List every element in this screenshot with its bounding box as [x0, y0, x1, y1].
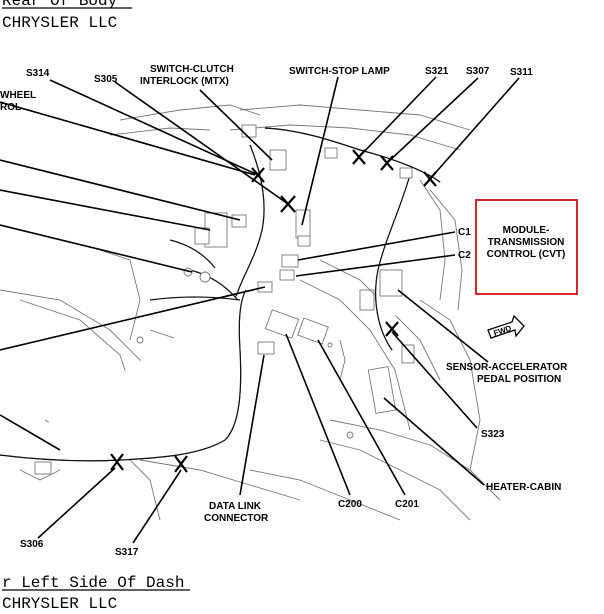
bottom-header: r Left Side Of Dash CHRYSLER LLC [2, 574, 190, 613]
label-s307: S307 [466, 66, 490, 77]
label-module-3: CONTROL (CVT) [487, 249, 566, 260]
label-s317: S317 [115, 547, 139, 558]
label-s323: S323 [481, 429, 505, 440]
label-module-1: MODULE- [503, 225, 550, 236]
top-title-partial: Rear Of Body [2, 0, 118, 10]
leader-lines [0, 76, 520, 544]
label-sensor-1: SENSOR-ACCELERATOR [446, 362, 568, 373]
label-module-2: TRANSMISSION [488, 237, 565, 248]
label-steering-wheel-1: WHEEL [0, 90, 36, 101]
bottom-company-partial: CHRYSLER LLC [2, 595, 117, 609]
splice-x-s306 [110, 453, 124, 471]
label-s314: S314 [26, 68, 50, 79]
label-s306: S306 [20, 539, 44, 550]
top-company: CHRYSLER LLC [2, 14, 117, 32]
label-data-link-2: CONNECTOR [204, 513, 269, 524]
label-s305: S305 [94, 74, 118, 85]
module-highlight-box [475, 199, 578, 295]
label-switch-stop-lamp: SWITCH-STOP LAMP [289, 66, 390, 77]
component-labels: S314 WHEEL ROL S305 SWITCH-CLUTCH INTERL… [0, 64, 568, 558]
label-steering-wheel-2: ROL [0, 102, 21, 113]
label-c201: C201 [395, 499, 419, 510]
label-switch-clutch-2: INTERLOCK (MTX) [140, 76, 229, 87]
label-c2: C2 [458, 250, 471, 261]
label-switch-clutch-1: SWITCH-CLUTCH [150, 64, 234, 75]
bottom-title-partial: r Left Side Of Dash [2, 574, 184, 592]
forward-arrow-icon: FWD [487, 314, 525, 339]
label-s321: S321 [425, 66, 449, 77]
label-sensor-2: PEDAL POSITION [477, 374, 561, 385]
label-s311: S311 [510, 67, 533, 78]
splice-x-s323 [385, 321, 399, 337]
fwd-label: FWD [492, 324, 512, 338]
label-heater-cabin: HEATER-CABIN [486, 482, 561, 493]
wire-harness [0, 124, 441, 475]
label-c1: C1 [458, 227, 471, 238]
label-c200: C200 [338, 499, 362, 510]
splice-x-s317 [174, 455, 188, 473]
top-header: Rear Of Body CHRYSLER LLC [2, 0, 132, 32]
label-data-link-1: DATA LINK [209, 501, 262, 512]
